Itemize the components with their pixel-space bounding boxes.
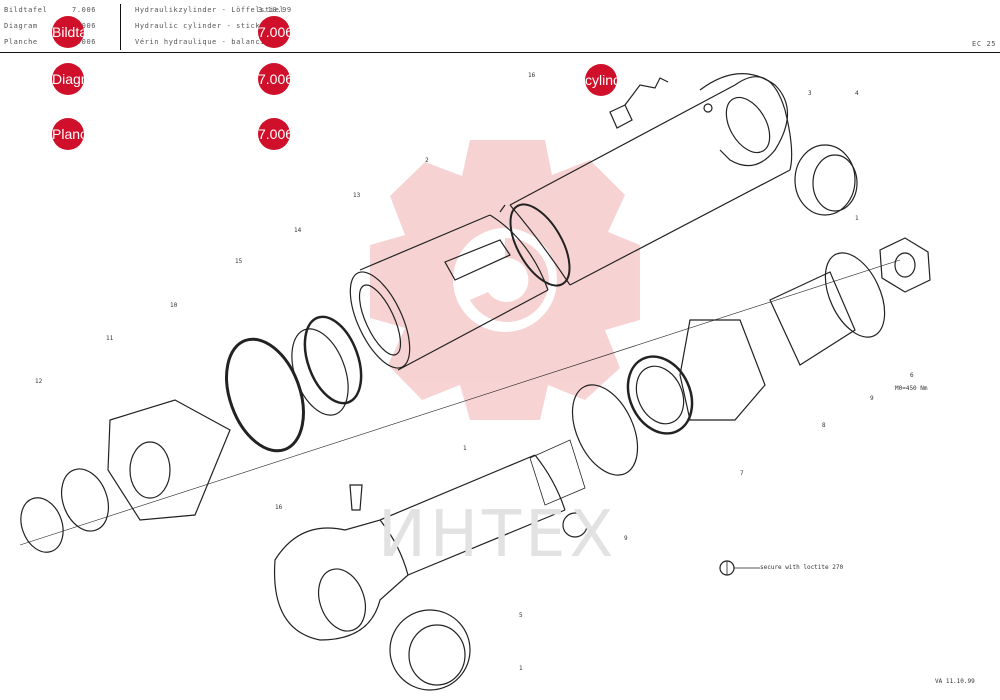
footer-code: VA 11.10.99 (935, 678, 975, 685)
loctite-legend-text: secure with loctite 270 (760, 564, 844, 571)
barrel-eye (699, 73, 788, 167)
header-divider-horizontal (0, 52, 1000, 53)
rod-grease-nipple (349, 484, 363, 511)
badge-diagram[interactable]: Diagram (52, 63, 84, 95)
callout-10: 10 (170, 302, 178, 309)
callout-3: 3 (808, 90, 812, 97)
header-date: 3.10.99 (258, 6, 292, 14)
rod-eye (273, 519, 409, 641)
loctite-marker-icon (562, 512, 588, 538)
callout-2: 2 (425, 157, 429, 164)
ring-13 (303, 315, 363, 405)
header-label-diagram: Diagram (4, 22, 38, 30)
header-value-2: 7.006 (72, 22, 97, 30)
ring-14 (291, 328, 349, 416)
callout-9a: 9 (870, 395, 874, 402)
callout-16-upper: 16 (528, 72, 536, 79)
header-value-3: 7.006 (72, 38, 97, 46)
axis-line (19, 259, 901, 546)
header-label-planche: Planche (4, 38, 38, 46)
wiper-11 (61, 468, 109, 532)
header-title-en: Hydraulic cylinder - stick (135, 22, 261, 30)
badge-value-2[interactable]: 7.006 (258, 63, 290, 95)
badge-value-3[interactable]: 7.006 (258, 118, 290, 150)
o-ring-15 (225, 337, 305, 453)
callout-15: 15 (235, 258, 243, 265)
header-divider-vertical (120, 4, 121, 50)
callout-1: 1 (463, 445, 467, 452)
callout-5: 5 (519, 612, 523, 619)
callout-12: 12 (35, 378, 43, 385)
badge-value-1[interactable]: 7.006 (258, 16, 290, 48)
badge-planche[interactable]: Planche (52, 118, 84, 150)
piston-rod (379, 454, 566, 576)
barrel-bearing (794, 144, 856, 216)
callout-9b: 9 (624, 535, 628, 542)
header-title-de: Hydraulikzylinder - Löffelstiel (135, 6, 285, 14)
badge-cylinder[interactable]: cylinder (585, 64, 617, 96)
barrel-grease-nipple (609, 77, 669, 129)
callout-14: 14 (294, 227, 302, 234)
piston-seal (626, 355, 694, 435)
ring-12 (20, 497, 64, 553)
header-title-fr: Vérin hydraulique - balancier (135, 38, 275, 46)
piston-7 (679, 319, 766, 421)
header-value-1: 7.006 (72, 6, 97, 14)
rod-bearing (389, 609, 471, 691)
badge-bildtafel[interactable]: Bildtafel (52, 16, 84, 48)
barrel-bore-ring (509, 203, 571, 287)
watermark-text: ИНТЕХ (378, 498, 618, 572)
header-model: EC 25 (972, 40, 997, 48)
cylinder-barrel (509, 84, 791, 286)
snap-ring-9 (571, 384, 639, 476)
callout-8: 8 (822, 422, 826, 429)
torque-note: M0=450 Nm (895, 385, 928, 392)
callout-1-bearing-b: 1 (855, 215, 859, 222)
cylinder-head (359, 214, 549, 371)
callout-6: 6 (910, 372, 914, 379)
header-label-bildtafel: Bildtafel (4, 6, 48, 14)
nut-6 (879, 237, 931, 293)
callout-1-bearing-a: 1 (519, 665, 523, 672)
callout-7: 7 (740, 470, 744, 477)
ring-9-upper (824, 252, 886, 338)
bushing-10 (107, 399, 231, 521)
nut-guide-8 (769, 271, 856, 366)
callout-13: 13 (353, 192, 361, 199)
callout-11: 11 (106, 335, 114, 342)
callout-4: 4 (855, 90, 859, 97)
watermark-gear-icon (370, 140, 640, 420)
callout-16-lower: 16 (275, 504, 283, 511)
